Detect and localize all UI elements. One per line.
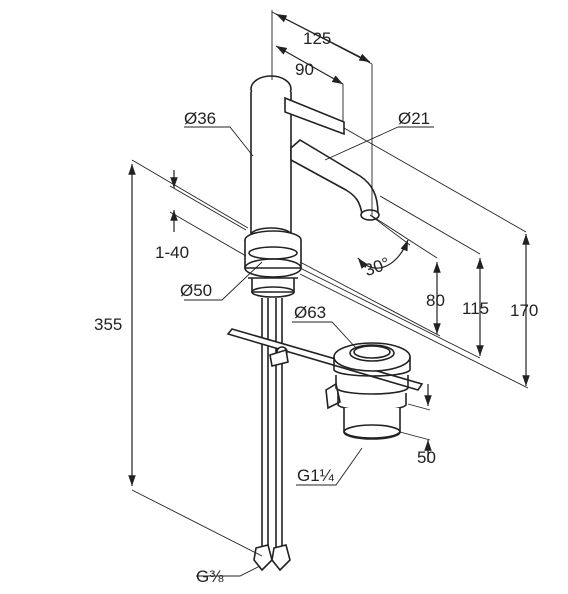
- dimension-labels: 125 90 Ø36 Ø21 1-40 30° Ø50 Ø63 355 80 1…: [94, 29, 538, 586]
- label-g1-quarter: G1¼: [297, 466, 335, 485]
- label-30-degrees: 30°: [362, 254, 393, 281]
- label-115: 115: [462, 299, 489, 318]
- lever-handle: [284, 96, 345, 136]
- label-g3-eighth: G⅜: [196, 567, 224, 586]
- waste-valve: [325, 342, 411, 440]
- label-diameter-50: Ø50: [180, 281, 212, 300]
- mounting-collar: [244, 230, 302, 298]
- label-170: 170: [510, 301, 538, 320]
- label-125: 125: [303, 29, 331, 48]
- dimension-lines: [128, 10, 530, 577]
- label-diameter-21: Ø21: [398, 109, 430, 128]
- spout: [290, 139, 380, 221]
- pop-up-rod: [226, 328, 424, 391]
- label-80: 80: [426, 291, 445, 310]
- label-50: 50: [417, 448, 436, 467]
- label-diameter-36: Ø36: [184, 109, 216, 128]
- label-1-40: 1-40: [155, 243, 189, 262]
- label-90: 90: [295, 60, 314, 79]
- label-diameter-63: Ø63: [294, 303, 326, 322]
- label-355: 355: [94, 315, 122, 334]
